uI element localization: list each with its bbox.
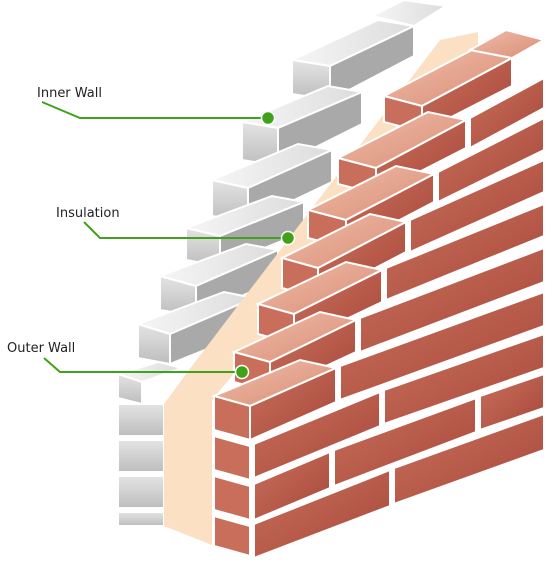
inner-wall-bricks	[114, 0, 449, 527]
outer-wall-leader-line	[43, 357, 242, 373]
outer-wall-bricks	[210, 28, 547, 560]
inner-wall-label: Inner Wall	[37, 86, 102, 101]
outer-wall-pointer-dot	[234, 364, 250, 380]
insulation-leader-line	[83, 221, 288, 239]
outer-wall-label: Outer Wall	[7, 341, 76, 356]
insulation-pointer-dot	[280, 230, 296, 246]
inner-wall-pointer-dot	[260, 110, 276, 126]
inner-wall-leader-line	[41, 101, 268, 119]
leader-dots	[234, 110, 296, 380]
insulation-label: Insulation	[56, 206, 120, 221]
leader-lines	[41, 101, 288, 373]
outer-wall	[210, 28, 550, 561]
